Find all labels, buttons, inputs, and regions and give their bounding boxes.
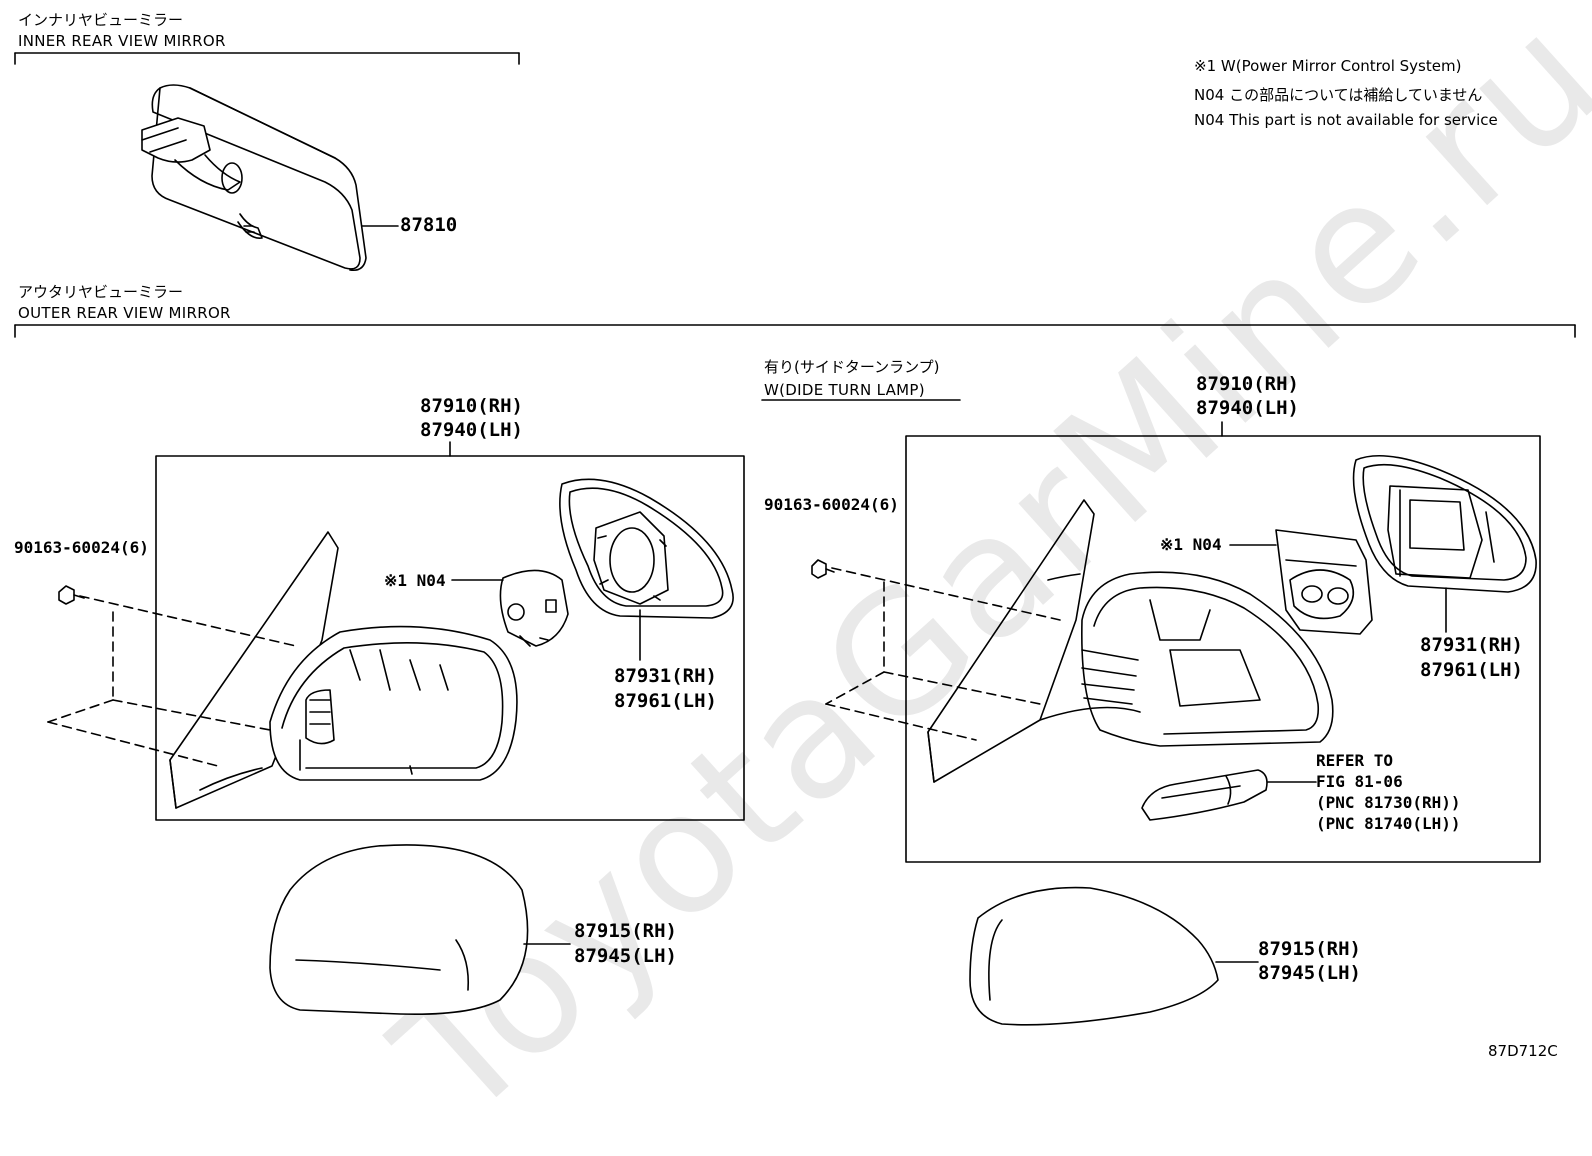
right-screw-drawing	[811, 559, 835, 579]
refer-line-1: REFER TO	[1316, 751, 1394, 770]
refer-line-3: (PNC 81730(RH))	[1316, 793, 1461, 812]
part-number-inner-mirror: 87810	[400, 214, 458, 236]
right-housing	[1039, 571, 1334, 747]
right-cover-drawing	[969, 886, 1219, 1026]
left-cover-drawing	[269, 844, 529, 1016]
left-glass-drawing	[559, 478, 734, 619]
outer-title-en: OUTER REAR VIEW MIRROR	[18, 304, 231, 322]
right-cover-lh: 87945(LH)	[1258, 962, 1361, 984]
left-screw-part: 90163-60024(6)	[14, 538, 149, 557]
right-n04-label: ※1 N04	[1160, 535, 1222, 554]
right-glass-lh: 87961(LH)	[1420, 659, 1523, 681]
right-variant-jp: 有り(サイドターンランプ)	[764, 358, 940, 376]
left-screw-drawing	[58, 585, 85, 605]
left-housing	[269, 625, 518, 781]
right-turn-lamp-drawing	[1141, 769, 1268, 821]
note-n04-jp: N04 この部品については補給していません	[1194, 86, 1483, 104]
right-glass-drawing	[1352, 455, 1537, 593]
inner-mirror-drawing	[141, 84, 399, 272]
illustration-code: 87D712C	[1488, 1042, 1558, 1060]
left-mirror-base	[169, 531, 339, 809]
left-dashed-lines	[47, 595, 297, 767]
right-mirror-base	[927, 499, 1095, 783]
right-assembly-lh: 87940(LH)	[1196, 397, 1299, 419]
right-glass-rh: 87931(RH)	[1420, 634, 1523, 656]
right-cover-rh: 87915(RH)	[1258, 938, 1361, 960]
diagram-drawing	[14, 52, 1576, 1026]
left-assembly-rh: 87910(RH)	[420, 395, 523, 417]
right-assembly-box	[905, 435, 1541, 863]
left-glass-rh: 87931(RH)	[614, 665, 717, 687]
left-assembly-lh: 87940(LH)	[420, 419, 523, 441]
left-n04-label: ※1 N04	[384, 571, 446, 590]
inner-title-jp: インナリヤビューミラー	[18, 11, 184, 29]
inner-section-bracket	[14, 52, 520, 65]
outer-section-bracket	[14, 324, 1576, 338]
note-n04-en: N04 This part is not available for servi…	[1194, 111, 1498, 129]
left-cover-rh: 87915(RH)	[574, 920, 677, 942]
refer-line-4: (PNC 81740(LH))	[1316, 814, 1461, 833]
right-assembly-rh: 87910(RH)	[1196, 373, 1299, 395]
right-dashed-lines	[825, 567, 1061, 741]
parts-diagram: ToyotaGarMine.ru	[14, 0, 1592, 1156]
right-variant-en: W(DIDE TURN LAMP)	[764, 381, 925, 399]
refer-line-2: FIG 81-06	[1316, 772, 1403, 791]
left-cover-lh: 87945(LH)	[574, 945, 677, 967]
right-n04-actuator	[1275, 529, 1373, 635]
note-power-mirror: ※1 W(Power Mirror Control System)	[1194, 57, 1462, 75]
inner-title-en: INNER REAR VIEW MIRROR	[18, 32, 226, 50]
right-screw-part: 90163-60024(6)	[764, 495, 899, 514]
outer-title-jp: アウタリヤビューミラー	[18, 283, 184, 301]
left-glass-lh: 87961(LH)	[614, 690, 717, 712]
left-n04-actuator	[499, 569, 569, 647]
